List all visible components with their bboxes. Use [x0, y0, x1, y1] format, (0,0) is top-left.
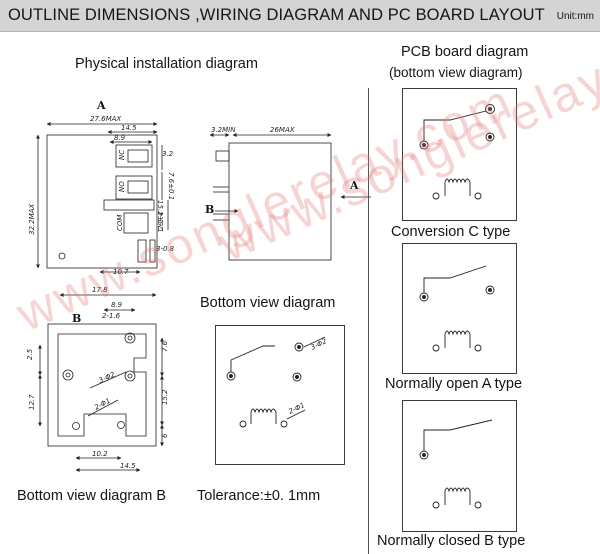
dim-2-1-4: 2-1.4 [157, 212, 165, 230]
bottom-view-caption: Bottom view diagram [200, 295, 336, 311]
side-marker-a: A [349, 179, 359, 192]
bottom-marker-b: B [72, 312, 81, 325]
front-view-drawing [36, 122, 169, 274]
dim-b-15-2: 15.2 [161, 389, 169, 405]
dim-b-3-phi2: 3-Φ2 [98, 370, 117, 384]
dim-b-12-7: 12.7 [28, 394, 36, 410]
dim-14-5: 14.5 [121, 124, 137, 132]
view-marker-a: A [96, 99, 106, 112]
normally-open-a-caption: Normally open A type [385, 376, 523, 392]
dim-bv-3-phi2: 3-Φ2 [309, 337, 328, 352]
pcb-subtitle: (bottom view diagram) [389, 65, 523, 80]
side-view-drawing [209, 133, 371, 261]
dim-b-6: 6 [161, 433, 169, 438]
dim-b-2-5: 2.5 [26, 348, 34, 360]
dim-b-17-8: 17.8 [92, 286, 108, 294]
dim-15-2: 15.2±0.1 [156, 200, 164, 233]
pcb-c-type-drawing [419, 104, 495, 200]
unit-label: Unit:mm [556, 11, 594, 22]
physical-diagram-caption: Physical installation diagram [75, 56, 258, 72]
dim-width-max: 27.6MAX [90, 115, 121, 123]
conversion-c-caption: Conversion C type [391, 224, 511, 240]
dim-b-7-6: 7.6 [161, 340, 169, 352]
dim-7-6: 7.6±0.1 [167, 172, 175, 200]
bottom-view-b-drawing [38, 293, 164, 472]
bottom-view-b-caption: Bottom view diagram B [17, 488, 167, 504]
dim-b-8-9: 8.9 [111, 301, 123, 309]
dim-b-2-1-6: 2-1.6 [102, 312, 121, 320]
pcb-frame-c [402, 88, 517, 221]
tolerance-caption: Tolerance:±0. 1mm [197, 488, 321, 504]
dim-b-2-phi1: 2-Φ1 [93, 397, 112, 412]
dim-bv-2-phi1: 2-Φ1 [287, 401, 306, 416]
terminal-label-nc: NC [118, 150, 126, 160]
bottom-view-schematic [226, 336, 326, 428]
dim-depth-max: 26MAX [270, 126, 295, 134]
pcb-b-type-drawing [419, 419, 493, 509]
dim-3-2: 3.2 [162, 150, 174, 158]
section-divider [368, 88, 369, 554]
normally-closed-b-caption: Normally closed B type [377, 533, 526, 549]
dim-b-14-5: 14.5 [120, 462, 136, 470]
dim-height-max: 32.2MAX [28, 204, 36, 235]
dim-8-9: 8.9 [114, 134, 126, 142]
dim-b-10-2: 10.2 [92, 450, 108, 458]
pcb-title: PCB board diagram [401, 44, 529, 60]
side-marker-b: B [205, 203, 214, 216]
terminal-label-com: COM [116, 215, 124, 231]
pcb-a-type-drawing [419, 265, 495, 352]
pcb-frame-b [402, 400, 517, 532]
pcb-frame-a [402, 243, 517, 374]
terminal-label-no: NO [118, 181, 126, 192]
bottom-view-frame [215, 325, 345, 465]
header-bar: OUTLINE DIMENSIONS ,WIRING DIAGRAM AND P… [0, 0, 600, 32]
page-title: OUTLINE DIMENSIONS ,WIRING DIAGRAM AND P… [8, 6, 545, 24]
dim-pin-min: 3.2MIN [211, 126, 236, 134]
dim-10-7: 10.7 [113, 268, 129, 276]
dim-3-0-8: 3-0.8 [156, 245, 175, 253]
